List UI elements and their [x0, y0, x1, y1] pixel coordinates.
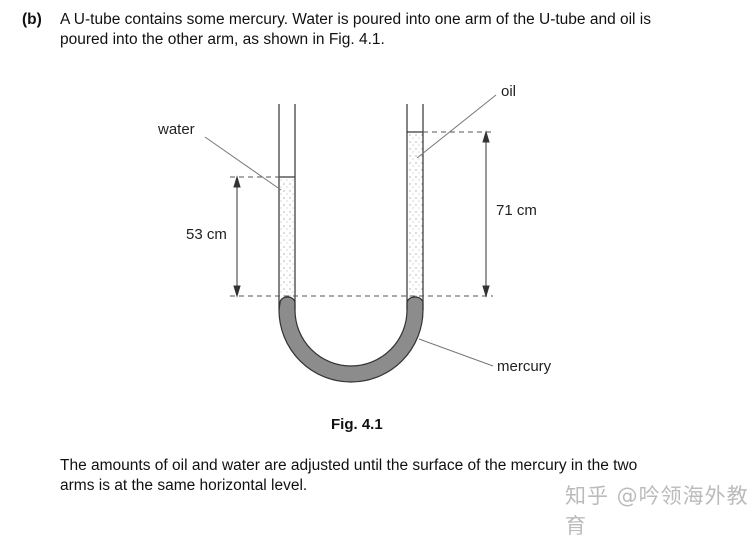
outro-line-2: arms is at the same horizontal level. — [60, 477, 308, 494]
water-height-label: 53 cm — [186, 226, 227, 243]
level-lines — [230, 131, 493, 297]
leader-lines — [204, 94, 497, 367]
part-label: (b) — [22, 11, 42, 28]
intro-line-1: A U-tube contains some mercury. Water is… — [60, 11, 651, 28]
oil-height-label: 71 cm — [496, 202, 537, 219]
water-label: water — [158, 121, 195, 138]
oil-label: oil — [501, 83, 517, 100]
tube-walls — [278, 104, 424, 310]
outro-line-1: The amounts of oil and water are adjuste… — [60, 457, 638, 474]
dimension-arrows — [233, 130, 490, 298]
mercury-label: mercury — [497, 358, 552, 375]
u-tube-diagram — [204, 94, 497, 383]
mercury-fill — [278, 296, 424, 383]
water-column — [280, 177, 295, 299]
watermark: 知乎 @吟领海外教育 — [565, 484, 749, 538]
figure-caption: Fig. 4.1 — [331, 416, 383, 433]
intro-line-2: poured into the other arm, as shown in F… — [60, 31, 385, 48]
oil-column — [408, 132, 423, 299]
